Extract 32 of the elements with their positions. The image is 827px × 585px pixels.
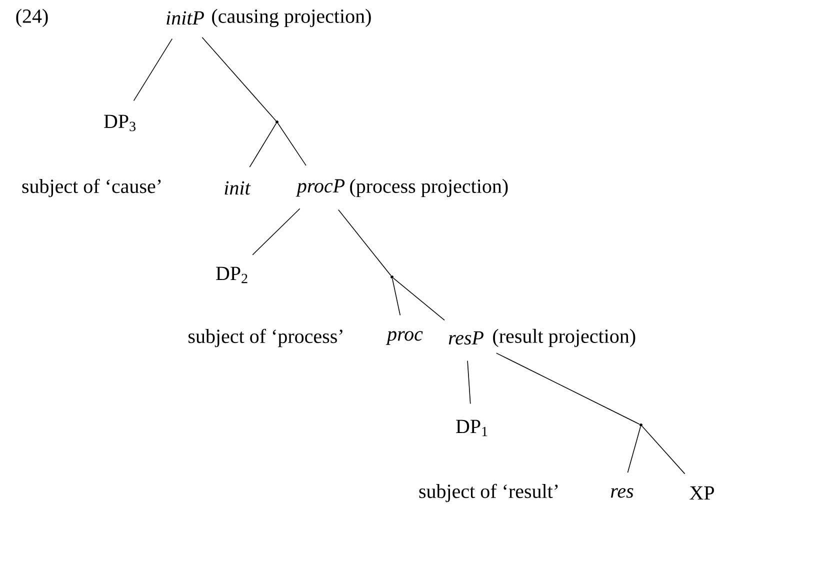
tree-branch <box>467 360 471 404</box>
gloss-text: subject of ‘cause’ <box>22 178 161 198</box>
tree-label: XP <box>690 486 714 500</box>
tree-label: DP$_{3}$ <box>104 114 136 132</box>
example-number: (24) <box>16 8 48 28</box>
tree-branch <box>249 123 277 168</box>
branch-point <box>640 423 642 426</box>
tree-branch <box>392 278 401 316</box>
tree-branch <box>133 38 173 102</box>
tree-label: resP <box>448 331 484 345</box>
tree-label: init <box>224 181 251 195</box>
tree-branch <box>627 426 641 473</box>
tree-branch <box>252 208 300 256</box>
tree-label: proc <box>386 331 423 345</box>
tree-branch <box>642 426 686 474</box>
gloss-text: (result projection) <box>493 328 636 348</box>
gloss-text: (process projection) <box>350 178 508 198</box>
gloss-text: (causing projection) <box>212 8 371 28</box>
tree-label: procP <box>296 179 345 197</box>
tree-branch <box>278 123 306 166</box>
tree-branch <box>202 37 276 122</box>
tree-branch <box>496 352 640 425</box>
tree-label: initP <box>166 11 204 25</box>
tree-label: DP$_{2}$ <box>216 266 248 284</box>
gloss-text: subject of ‘result’ <box>419 484 558 502</box>
tree-branch <box>392 278 445 321</box>
tree-label: res <box>610 488 634 498</box>
tree-label: DP$_{1}$ <box>456 420 488 436</box>
branch-point <box>390 275 394 278</box>
tree-branch <box>338 209 392 276</box>
gloss-text: subject of ‘process’ <box>188 328 342 348</box>
branch-point <box>276 120 278 124</box>
